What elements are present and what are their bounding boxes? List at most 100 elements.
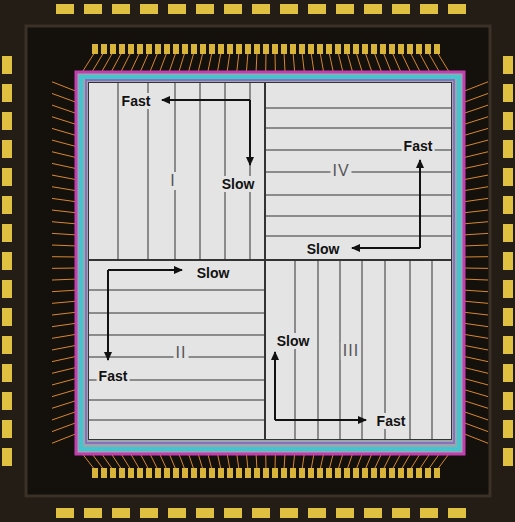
bond-pad bbox=[164, 468, 170, 478]
bond-pad bbox=[272, 468, 278, 478]
bond-pad bbox=[407, 44, 413, 54]
bond-pad bbox=[146, 468, 152, 478]
package-pad bbox=[2, 392, 12, 410]
bond-pad bbox=[110, 468, 116, 478]
bond-wire bbox=[462, 256, 488, 257]
bond-wire bbox=[462, 245, 488, 247]
bond-wire bbox=[52, 163, 78, 169]
bond-wire bbox=[462, 433, 488, 443]
bond-wire bbox=[52, 82, 78, 92]
wire-line bbox=[265, 216, 452, 217]
package-pad bbox=[56, 4, 74, 14]
package-pad bbox=[252, 4, 270, 14]
wire-line bbox=[175, 82, 176, 260]
bond-pad bbox=[353, 468, 359, 478]
bond-wire bbox=[462, 140, 488, 147]
bond-pad bbox=[416, 468, 422, 478]
wire-line bbox=[88, 290, 265, 291]
package-pad bbox=[2, 196, 12, 214]
bond-pad bbox=[326, 44, 332, 54]
bond-pad bbox=[236, 44, 242, 54]
package-pad bbox=[112, 508, 130, 518]
package-pad bbox=[84, 508, 102, 518]
bond-wire bbox=[462, 222, 488, 224]
wire-line bbox=[432, 260, 433, 440]
package-pad bbox=[140, 4, 158, 14]
bond-wire bbox=[52, 279, 78, 280]
package-pad bbox=[503, 364, 513, 382]
bond-wire bbox=[462, 389, 488, 397]
speed-label: Fast bbox=[120, 93, 153, 109]
wire-line bbox=[410, 260, 411, 440]
bond-pad bbox=[344, 468, 350, 478]
speed-label: Fast bbox=[375, 413, 408, 429]
package-pad bbox=[503, 224, 513, 242]
bond-pad bbox=[362, 44, 368, 54]
bond-pad bbox=[101, 44, 107, 54]
package-pad bbox=[364, 4, 382, 14]
package-pad bbox=[503, 336, 513, 354]
bond-wire bbox=[462, 312, 488, 315]
bond-wire bbox=[462, 279, 488, 280]
quadrant-number: II bbox=[174, 344, 189, 362]
bond-pad bbox=[182, 468, 188, 478]
bond-wire bbox=[462, 233, 488, 235]
package-pad bbox=[280, 508, 298, 518]
speed-label: Slow bbox=[275, 333, 312, 349]
bond-wire bbox=[52, 210, 78, 213]
package-pad bbox=[308, 4, 326, 14]
bond-wire bbox=[462, 378, 488, 385]
wire-line bbox=[250, 82, 251, 260]
bond-pad bbox=[281, 468, 287, 478]
package-pad bbox=[280, 4, 298, 14]
bond-pad bbox=[425, 468, 431, 478]
bond-pad bbox=[110, 44, 116, 54]
package-pad bbox=[503, 56, 513, 74]
speed-label: Slow bbox=[305, 241, 342, 257]
bond-wire bbox=[52, 334, 78, 338]
bond-pad bbox=[146, 44, 152, 54]
bond-pad bbox=[416, 44, 422, 54]
package-pad bbox=[2, 280, 12, 298]
bond-wire bbox=[462, 345, 488, 350]
bond-pad bbox=[200, 44, 206, 54]
bond-wire bbox=[52, 312, 78, 315]
bond-wire bbox=[462, 152, 488, 158]
bond-pad bbox=[371, 44, 377, 54]
bond-pad bbox=[344, 44, 350, 54]
bond-wire bbox=[52, 356, 78, 362]
bond-pad bbox=[335, 468, 341, 478]
bond-pad bbox=[434, 468, 440, 478]
bond-wire bbox=[52, 411, 78, 420]
bond-wire bbox=[462, 198, 488, 202]
bond-pad bbox=[317, 468, 323, 478]
bond-pad bbox=[155, 468, 161, 478]
bond-wire bbox=[462, 175, 488, 180]
bond-wire bbox=[52, 400, 78, 408]
bond-wire bbox=[52, 290, 78, 292]
bond-pad bbox=[290, 468, 296, 478]
package-pad bbox=[168, 508, 186, 518]
package-pad bbox=[84, 4, 102, 14]
wire-line bbox=[225, 82, 226, 260]
package-pad bbox=[252, 508, 270, 518]
bond-pad bbox=[209, 468, 215, 478]
bond-wire bbox=[52, 245, 78, 247]
bond-pad bbox=[425, 44, 431, 54]
bond-wire bbox=[52, 389, 78, 397]
bond-wire bbox=[462, 210, 488, 213]
speed-label: Fast bbox=[402, 138, 435, 154]
bond-pad bbox=[335, 44, 341, 54]
package-pad bbox=[2, 168, 12, 186]
wire-line bbox=[265, 236, 452, 237]
wire-line bbox=[265, 108, 452, 109]
package-pad bbox=[2, 112, 12, 130]
package-pad bbox=[196, 4, 214, 14]
package-pad bbox=[503, 252, 513, 270]
bond-wire bbox=[462, 187, 488, 191]
bond-pad bbox=[398, 44, 404, 54]
wire-line bbox=[265, 172, 452, 173]
bond-pad bbox=[173, 468, 179, 478]
bond-pad bbox=[308, 44, 314, 54]
bond-pad bbox=[281, 44, 287, 54]
